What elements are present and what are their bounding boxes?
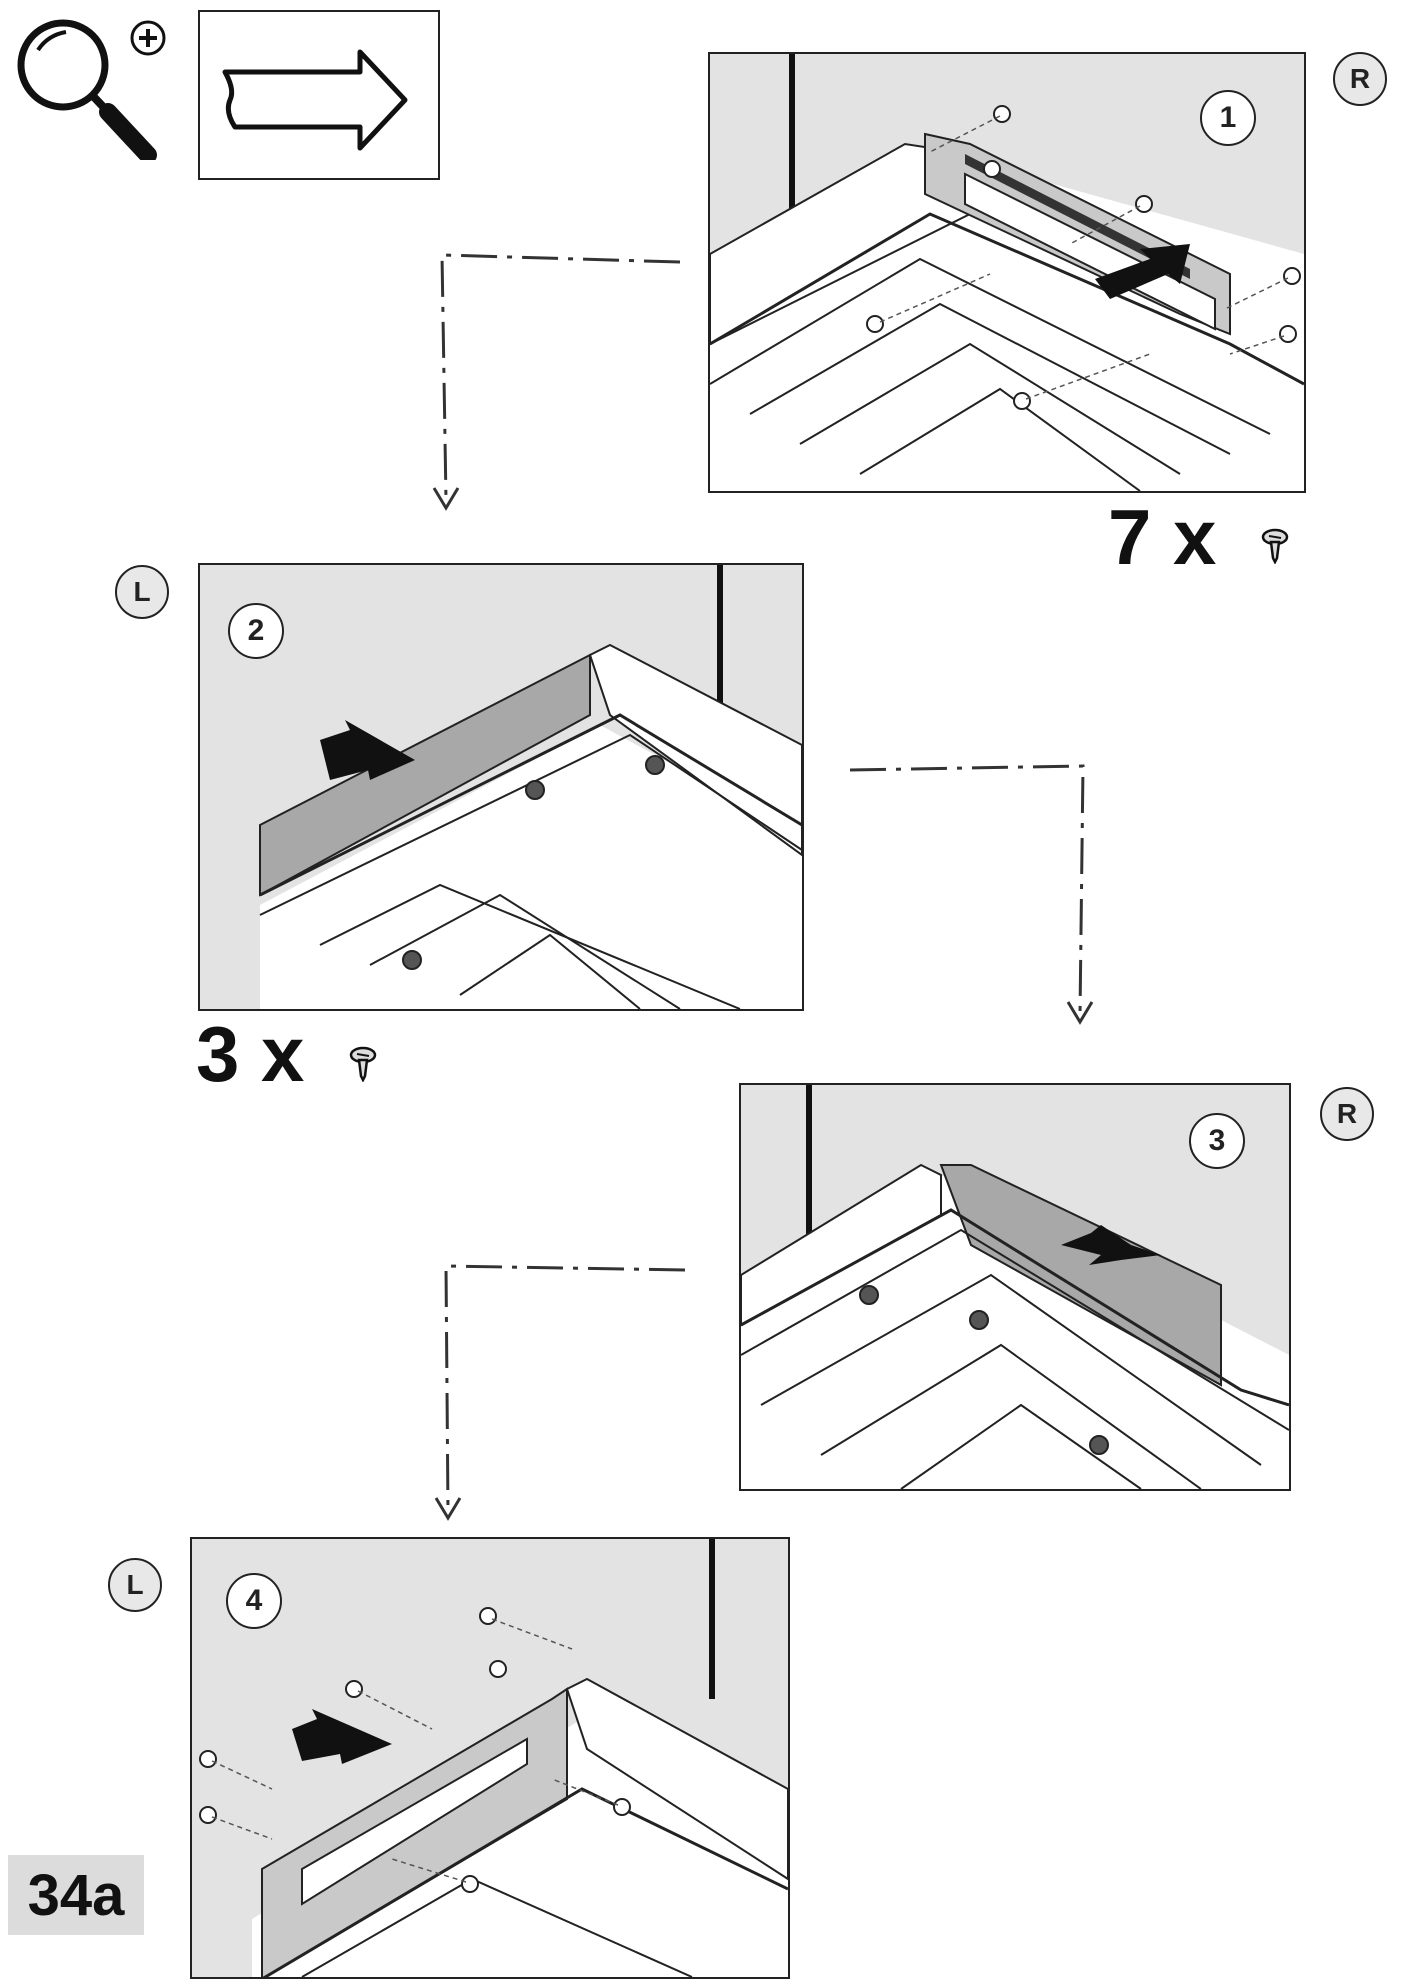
step-1-illustration bbox=[710, 54, 1304, 491]
figure-label: 34a bbox=[8, 1855, 144, 1935]
right-arrow-icon bbox=[198, 10, 440, 180]
step-number-badge: 3 bbox=[1189, 1113, 1245, 1169]
step-2-panel: 2 bbox=[198, 563, 804, 1011]
magnifier-plus-icon bbox=[8, 10, 168, 164]
side-right-badge: R bbox=[1320, 1087, 1374, 1141]
step-3-panel: 3 bbox=[739, 1083, 1291, 1491]
step-1-panel: 1 bbox=[708, 52, 1306, 493]
side-left-badge: L bbox=[115, 565, 169, 619]
step-number-badge: 1 bbox=[1200, 90, 1256, 146]
side-right-badge: R bbox=[1333, 52, 1387, 106]
step-number-badge: 4 bbox=[226, 1573, 282, 1629]
step-4-panel: 4 bbox=[190, 1537, 790, 1979]
step-3-illustration bbox=[741, 1085, 1289, 1489]
screw-count: 7 x bbox=[1108, 493, 1217, 581]
step-2-illustration bbox=[259, 565, 802, 1009]
screw-count: 3 x bbox=[196, 1010, 305, 1098]
step-number-badge: 2 bbox=[228, 603, 284, 659]
screw-icon bbox=[1260, 528, 1290, 565]
side-left-badge: L bbox=[108, 1558, 162, 1612]
step-4-illustration bbox=[199, 1539, 788, 1977]
screw-icon bbox=[348, 1046, 378, 1083]
